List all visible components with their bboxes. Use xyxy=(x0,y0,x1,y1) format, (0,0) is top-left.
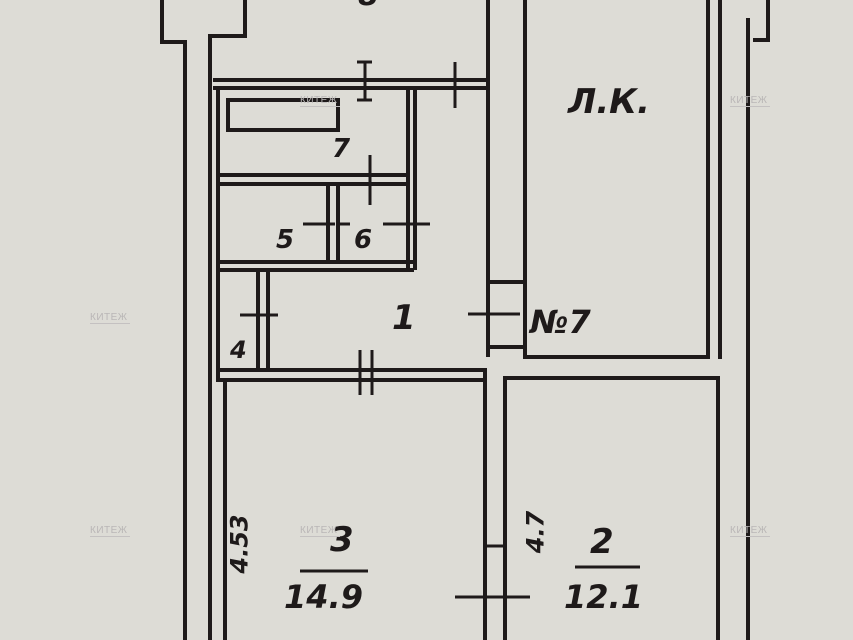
watermark: КИТЕЖ xyxy=(300,525,338,536)
room-label-2: 2 xyxy=(590,522,614,562)
room-label-4: 4 xyxy=(230,336,247,364)
door-marks xyxy=(240,60,640,599)
room-label-8: 8 xyxy=(358,0,379,13)
room-label-1: 1 xyxy=(392,298,416,338)
room-label-loggia: Л.К. xyxy=(568,82,650,122)
walls xyxy=(160,0,770,640)
watermark: КИТЕЖ xyxy=(90,525,128,536)
watermark: КИТЕЖ xyxy=(730,95,768,106)
room-label-7: 7 xyxy=(332,134,351,164)
room-area-3: 14.9 xyxy=(284,578,363,616)
apartment-number: №7 xyxy=(530,303,591,341)
room-area-2: 12.1 xyxy=(564,578,643,616)
watermark: КИТЕЖ xyxy=(730,525,768,536)
room-label-6: 6 xyxy=(354,225,373,255)
room-length-3: 4.53 xyxy=(225,514,254,574)
room-label-5: 5 xyxy=(276,225,295,255)
room-length-2: 4.7 xyxy=(521,510,550,554)
watermark: КИТЕЖ xyxy=(90,312,128,323)
watermark: КИТЕЖ xyxy=(300,95,338,106)
